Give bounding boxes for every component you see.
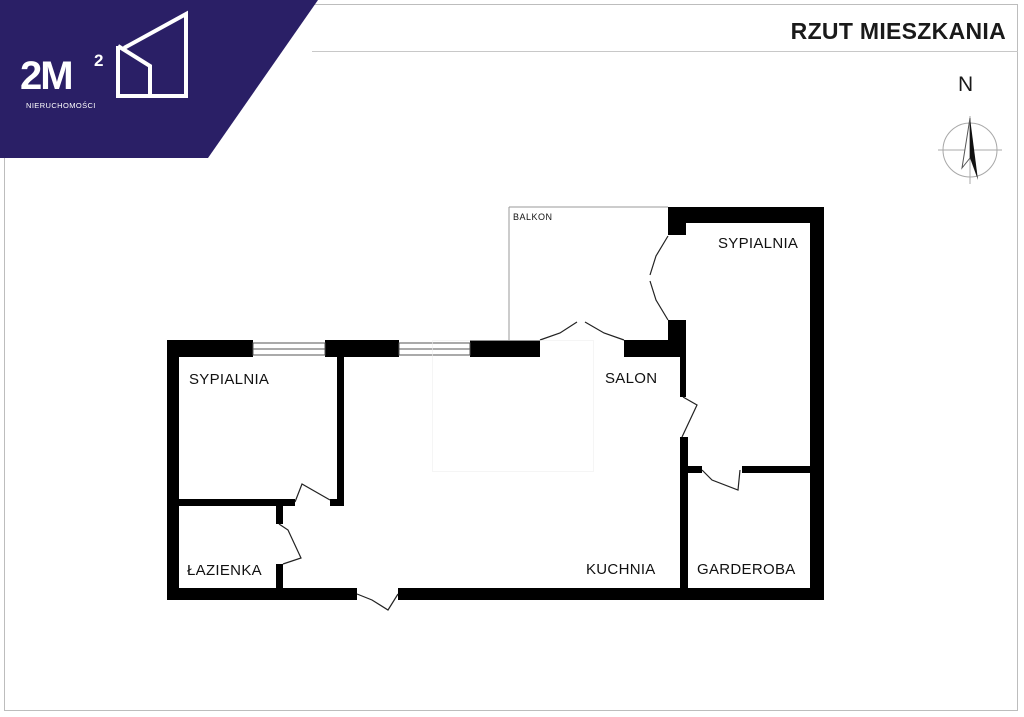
logo-tagline: NIERUCHOMOŚCI xyxy=(26,101,96,110)
room-label-kuchnia: KUCHNIA xyxy=(586,561,656,578)
logo-banner xyxy=(0,0,318,158)
room-label-balkon: BALKON xyxy=(513,212,553,222)
logo-triangle xyxy=(0,0,318,158)
north-label: N xyxy=(958,73,974,96)
room-label-sypialnia-left: SYPIALNIA xyxy=(189,371,270,388)
logo-building-icon xyxy=(116,10,188,98)
room-label-sypialnia-right: SYPIALNIA xyxy=(718,235,799,252)
page-frame xyxy=(4,4,1018,711)
logo-superscript: 2 xyxy=(94,51,104,70)
logo-main-text: 2M xyxy=(20,54,74,98)
title-divider xyxy=(312,51,1018,52)
compass-icon xyxy=(938,116,1002,184)
room-label-salon: SALON xyxy=(605,370,658,387)
room-label-garderoba: GARDEROBA xyxy=(697,561,796,578)
watermark xyxy=(432,340,594,472)
room-label-lazienka: ŁAZIENKA xyxy=(187,562,262,579)
page-title: RZUT MIESZKANIA xyxy=(790,18,1006,44)
